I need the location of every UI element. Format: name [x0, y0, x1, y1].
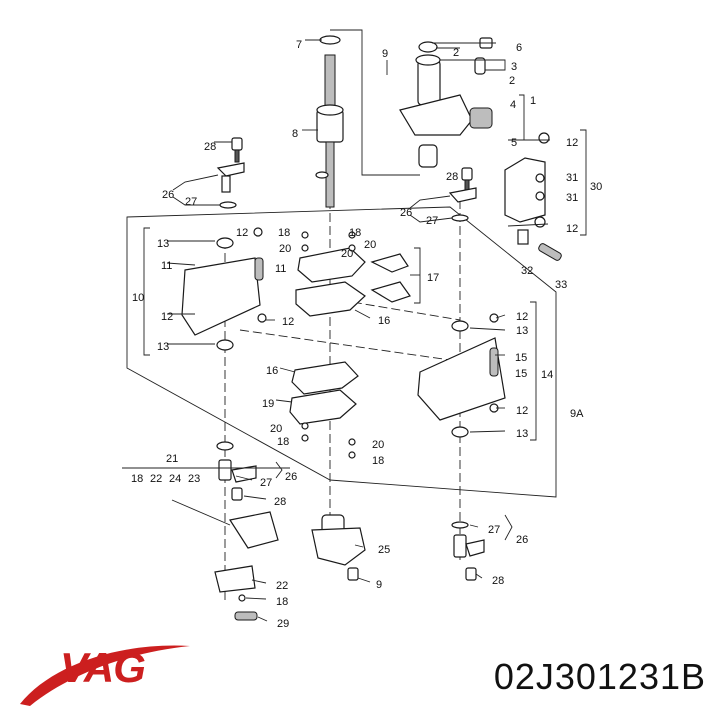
callout-label-22: 22	[276, 580, 288, 592]
assembly-outline	[126, 206, 557, 498]
housing-assembly	[399, 37, 506, 168]
bracket-14	[417, 313, 506, 438]
callout-label-19: 19	[262, 398, 274, 410]
callout-label-13: 13	[157, 238, 169, 250]
link-line-a	[339, 299, 461, 321]
callout-label-29: 29	[277, 618, 289, 630]
callout-label-9: 9	[382, 48, 388, 60]
callout-label-27: 27	[260, 477, 272, 489]
callout-label-12: 12	[236, 227, 248, 239]
group-brackets	[143, 94, 587, 541]
callout-label-9: 9	[376, 579, 382, 591]
callout-label-27: 27	[185, 196, 197, 208]
callout-label-28: 28	[446, 171, 458, 183]
callout-label-2: 2	[453, 47, 459, 59]
callout-label-28: 28	[274, 496, 286, 508]
callout-label-13: 13	[516, 428, 528, 440]
callout-label-1: 1	[530, 95, 536, 107]
callout-label-18: 18	[277, 436, 289, 448]
callout-label-20: 20	[372, 439, 384, 451]
callout-label-8: 8	[292, 128, 298, 140]
callout-label-15: 15	[515, 368, 527, 380]
vag-logo-swoosh	[20, 645, 190, 706]
callout-label-18: 18	[131, 473, 143, 485]
callout-label-12: 12	[516, 405, 528, 417]
callout-label-2: 2	[509, 75, 515, 87]
callout-label-18: 18	[349, 227, 361, 239]
selector-plates-lower	[289, 361, 359, 459]
callout-label-15: 15	[515, 352, 527, 364]
callout-label-14: 14	[541, 369, 553, 381]
callout-label-28: 28	[492, 575, 504, 587]
callout-label-21: 21	[166, 453, 178, 465]
callout-label-26: 26	[285, 471, 297, 483]
callout-label-30: 30	[590, 181, 602, 193]
callout-label-3: 3	[511, 61, 517, 73]
callout-label-27: 27	[488, 524, 500, 536]
callout-label-12: 12	[161, 311, 173, 323]
bracket-7-8	[330, 29, 420, 176]
callout-label-31: 31	[566, 192, 578, 204]
part-number: 02J301231B	[493, 656, 706, 697]
callout-label-25: 25	[378, 544, 390, 556]
lever-assembly	[171, 441, 279, 621]
callout-label-17: 17	[427, 272, 439, 284]
callout-label-22: 22	[150, 473, 162, 485]
callout-label-20: 20	[279, 243, 291, 255]
callout-label-27: 27	[426, 215, 438, 227]
vag-logo-text: VAG	[60, 644, 146, 691]
callout-label-18: 18	[372, 455, 384, 467]
callout-label-12: 12	[566, 223, 578, 235]
callout-label-33: 33	[555, 279, 567, 291]
link-line-b	[239, 329, 451, 361]
callout-label-12: 12	[566, 137, 578, 149]
callout-label-6: 6	[516, 42, 522, 54]
callout-label-12: 12	[282, 316, 294, 328]
callout-label-26: 26	[400, 207, 412, 219]
callout-label-18: 18	[278, 227, 290, 239]
callout-label-11: 11	[161, 260, 172, 272]
shaft-assembly	[315, 35, 344, 208]
pin-assembly-left	[216, 137, 245, 209]
callout-label-24: 24	[169, 473, 181, 485]
callout-label-13: 13	[157, 341, 169, 353]
callout-label-16: 16	[266, 365, 278, 377]
callout-label-20: 20	[270, 423, 282, 435]
selector-plates-upper	[295, 231, 411, 317]
leader-lines	[122, 39, 550, 622]
callout-label-20: 20	[364, 239, 376, 251]
callout-label-23: 23	[188, 473, 200, 485]
callout-label-20: 20	[341, 248, 353, 260]
bottom-right-pin	[451, 521, 485, 581]
callout-label-26: 26	[516, 534, 528, 546]
callout-label-12: 12	[516, 311, 528, 323]
callout-label-18: 18	[276, 596, 288, 608]
callout-label-4: 4	[510, 99, 516, 111]
callout-label-7: 7	[296, 39, 302, 51]
bottom-center-parts	[311, 514, 366, 581]
callout-label-10: 10	[132, 292, 144, 304]
callout-label-26: 26	[162, 189, 174, 201]
callout-label-16: 16	[378, 315, 390, 327]
callout-label-31: 31	[566, 172, 578, 184]
callout-label-5: 5	[511, 137, 517, 149]
callout-label-11: 11	[275, 263, 286, 275]
bracket-30	[504, 132, 562, 261]
bracket-10	[181, 227, 267, 351]
callout-label-13: 13	[516, 325, 528, 337]
callout-label-9A: 9A	[570, 408, 584, 420]
callout-label-28: 28	[204, 141, 216, 153]
callout-label-32: 32	[521, 265, 533, 277]
pin-assembly-right	[448, 167, 477, 222]
